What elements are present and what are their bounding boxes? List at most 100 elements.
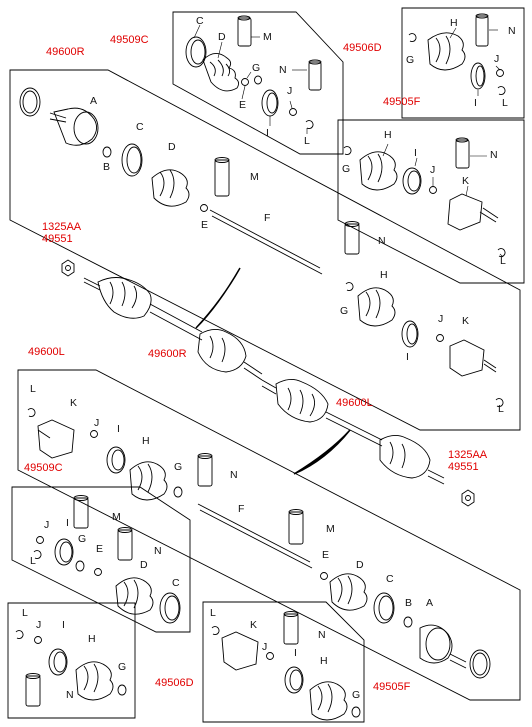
- label-c: C: [196, 15, 204, 27]
- boot-d-r: [151, 169, 190, 207]
- ref-49600r-mid: 49600R: [148, 348, 187, 360]
- label-n: N: [154, 545, 162, 557]
- label-l: L: [210, 607, 216, 619]
- label-f: F: [238, 503, 245, 515]
- grease-n-d-top: [475, 15, 489, 47]
- label-n: N: [378, 235, 386, 247]
- label-j: J: [36, 619, 42, 631]
- label-i: I: [62, 619, 65, 631]
- label-h: H: [380, 269, 388, 281]
- clamp-i-c-bot: [54, 538, 74, 566]
- grease-m-r: [214, 159, 230, 197]
- ring-b-r: [102, 146, 112, 158]
- label-j: J: [430, 164, 436, 176]
- ring-g-f-bot: [351, 706, 361, 718]
- ring-g-l: [173, 486, 183, 498]
- panel-49600l: [17, 369, 521, 701]
- boot-h-d-top: [427, 32, 466, 71]
- clip-l-r: [495, 398, 504, 407]
- label-k: K: [70, 397, 78, 409]
- ring-g-d-bot: [117, 684, 127, 696]
- label-e: E: [96, 543, 104, 555]
- label-n: N: [279, 64, 287, 76]
- label-j: J: [494, 53, 500, 65]
- label-n: N: [508, 25, 516, 37]
- label-e: E: [239, 99, 247, 111]
- label-l: L: [502, 97, 508, 109]
- label-m: M: [112, 511, 121, 523]
- label-i: I: [414, 147, 417, 159]
- label-j: J: [287, 85, 293, 97]
- clip-l-c-bot: [33, 550, 42, 559]
- clamp-c-r: [121, 143, 143, 177]
- clip-l-d-top: [497, 86, 506, 95]
- outer-joint-a-l: [419, 624, 453, 664]
- grease-n-c-bot: [117, 529, 133, 561]
- ref-49509c-bot: 49509C: [24, 462, 63, 474]
- boot-d-l: [329, 573, 368, 611]
- clip-e-r: [200, 204, 208, 212]
- panel-49509c-bot: [11, 486, 191, 633]
- ring-j-f-top: [429, 186, 437, 194]
- label-a: A: [90, 95, 98, 107]
- label-c: C: [386, 573, 394, 585]
- clip-e-top: [241, 78, 249, 86]
- label-d: D: [168, 141, 176, 153]
- label-h: H: [384, 129, 392, 141]
- joint-k-l: [37, 419, 75, 459]
- label-g: G: [352, 689, 361, 701]
- ring-g-f-top: [343, 146, 352, 155]
- label-m: M: [263, 31, 272, 43]
- ref-49506d-top: 49506D: [343, 42, 382, 54]
- grease-n-f-bot: [283, 613, 299, 645]
- assembled-shaft-l: [261, 379, 445, 485]
- label-m: M: [250, 171, 259, 183]
- grease-n-top: [308, 61, 322, 91]
- clip-l-f-top: [497, 248, 506, 257]
- joint-k-f-top: [447, 193, 483, 231]
- label-j: J: [44, 519, 50, 531]
- assembled-shaft-r: [83, 277, 263, 381]
- label-l: L: [304, 135, 310, 147]
- boot-h-r: [357, 287, 396, 327]
- grease-n-d-bot: [25, 675, 41, 707]
- nut-top: [61, 259, 75, 277]
- ring-b-l: [403, 616, 413, 628]
- tone-ring-r: [19, 87, 41, 117]
- label-l: L: [22, 607, 28, 619]
- label-i: I: [66, 517, 69, 529]
- ring-g-top: [254, 75, 262, 85]
- clamp-c-l: [373, 592, 395, 624]
- panel-49506d-top: [401, 7, 525, 119]
- boot-h-f-top: [359, 151, 398, 191]
- ref-49600l-mid: 49600L: [336, 397, 373, 409]
- clip-e-c-bot: [94, 568, 102, 576]
- label-i: I: [406, 351, 409, 363]
- label-g: G: [174, 461, 183, 473]
- label-g: G: [342, 163, 351, 175]
- label-h: H: [450, 17, 458, 29]
- label-a: A: [426, 597, 434, 609]
- label-g: G: [118, 661, 127, 673]
- label-k: K: [462, 315, 470, 327]
- clamp-i-r: [401, 320, 419, 348]
- label-d: D: [356, 559, 364, 571]
- label-i: I: [266, 127, 269, 139]
- label-l: L: [30, 555, 36, 567]
- label-j: J: [94, 417, 100, 429]
- label-n: N: [318, 629, 326, 641]
- label-d: D: [218, 31, 226, 43]
- clip-l-f-bot: [211, 626, 220, 635]
- label-b: B: [103, 161, 111, 173]
- label-n: N: [230, 469, 238, 481]
- label-c: C: [172, 577, 180, 589]
- label-f: F: [264, 212, 271, 224]
- ref-49551-bot: 49551: [448, 461, 479, 473]
- ring-j-l: [90, 430, 98, 438]
- label-c: C: [136, 121, 144, 133]
- ring-j-d-top: [496, 69, 504, 77]
- ref-49551-top: 49551: [42, 233, 73, 245]
- label-l: L: [30, 383, 36, 395]
